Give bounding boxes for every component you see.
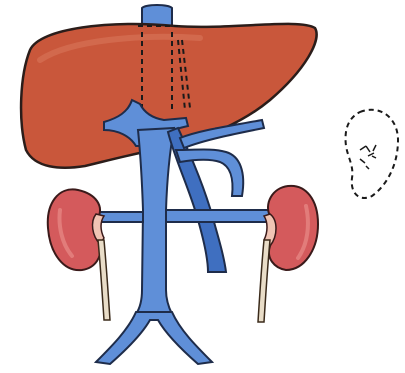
iliac-veins xyxy=(96,312,212,364)
left-ureter xyxy=(98,240,110,320)
dashed-organ-hilum-marks xyxy=(360,145,376,169)
right-renal-vein xyxy=(166,210,272,222)
right-ureter xyxy=(258,240,270,322)
